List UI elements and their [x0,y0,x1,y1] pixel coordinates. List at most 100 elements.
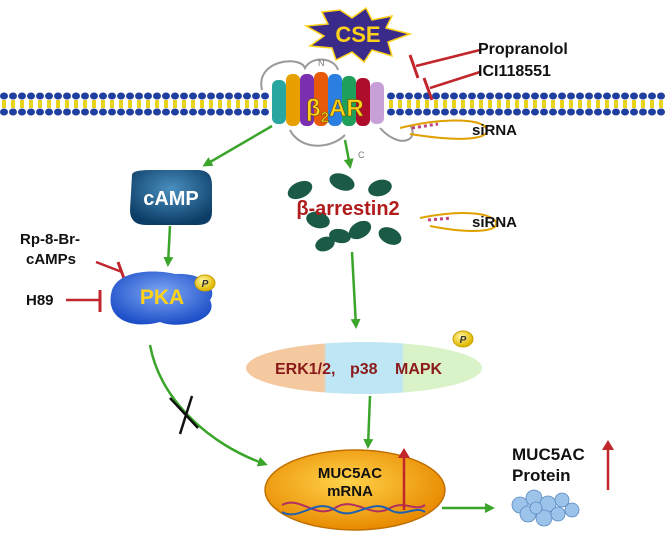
membrane-lipid-head [252,108,260,116]
membrane-lipid-head [648,108,656,116]
membrane-lipid-head [99,92,107,100]
membrane-lipid-head [207,108,215,116]
membrane-lipid-tail [137,100,141,108]
membrane-lipid-head [414,108,422,116]
membrane-lipid-head [522,108,530,116]
membrane-lipid-head [504,108,512,116]
cell-membrane [0,92,665,116]
membrane-lipid-tail [83,100,87,108]
membrane-lipid-head [450,108,458,116]
membrane-lipid-head [144,92,152,100]
membrane-lipid-head [387,108,395,116]
membrane-lipid-head [126,108,134,116]
membrane-lipid-tail [155,100,159,108]
membrane-lipid-head [198,108,206,116]
membrane-lipid-tail [542,100,546,108]
membrane-lipid-head [234,92,242,100]
membrane-lipid-head [144,108,152,116]
helix-8 [370,82,384,124]
membrane-lipid-head [504,92,512,100]
membrane-lipid-head [612,92,620,100]
membrane-lipid-head [567,92,575,100]
receptor-label-beta: β [306,95,321,122]
membrane-lipid-head [594,108,602,116]
camp-node: cAMP [130,170,212,225]
membrane-lipid-head [387,92,395,100]
sirna-arrestin-label: siRNA [472,214,517,231]
pka-phospho-label: P [202,279,209,290]
membrane-lipid-head [198,92,206,100]
membrane-lipid-head [585,108,593,116]
membrane-lipid-head [252,92,260,100]
membrane-lipid-head [459,108,467,116]
mapk-phospho-label: P [460,335,467,346]
membrane-lipid-tail [38,100,42,108]
h89-label: H89 [26,292,54,309]
membrane-lipid-tail [560,100,564,108]
membrane-lipid-head [576,92,584,100]
membrane-lipid-head [639,108,647,116]
membrane-lipid-head [405,108,413,116]
mrna-label-line1: MUC5AC [318,465,382,482]
membrane-lipid-tail [254,100,258,108]
membrane-lipid-tail [56,100,60,108]
membrane-lipid-tail [623,100,627,108]
membrane-lipid-head [549,108,557,116]
beta2-adrenergic-receptor: N C β2AR [260,58,414,160]
membrane-lipid-tail [200,100,204,108]
membrane-lipid-tail [2,100,6,108]
membrane-lipid-head [180,92,188,100]
membrane-lipid-tail [416,100,420,108]
membrane-lipid-tail [173,100,177,108]
membrane-lipid-head [450,92,458,100]
membrane-lipid-head [135,108,143,116]
membrane-lipid-head [549,92,557,100]
membrane-lipid-head [234,108,242,116]
helix-3 [300,74,314,126]
membrane-lipid-tail [20,100,24,108]
membrane-lipid-head [189,92,197,100]
membrane-lipid-tail [47,100,51,108]
membrane-lipid-tail [263,100,267,108]
membrane-lipid-head [459,92,467,100]
membrane-lipid-head [117,108,125,116]
membrane-lipid-tail [479,100,483,108]
sirna-arrestin-hairpin: siRNA [419,212,517,232]
membrane-lipid-head [657,108,665,116]
membrane-lipid-head [630,92,638,100]
cse-stimulus: CSE [303,6,413,64]
membrane-lipid-tail [227,100,231,108]
membrane-lipid-head [216,92,224,100]
membrane-lipid-head [441,92,449,100]
membrane-lipid-tail [533,100,537,108]
membrane-lipid-tail [641,100,645,108]
membrane-lipid-head [261,92,269,100]
membrane-lipid-tail [218,100,222,108]
membrane-lipid-head [81,108,89,116]
membrane-lipid-head [9,108,17,116]
membrane-lipid-head [468,108,476,116]
membrane-lipid-tail [578,100,582,108]
membrane-lipid-head [171,92,179,100]
arrow-mapk-to-mrna [363,395,374,449]
block-cross-a [169,397,199,429]
membrane-lipid-head [216,108,224,116]
membrane-lipid-head [72,108,80,116]
membrane-lipid-head [567,108,575,116]
membrane-lipid-tail [182,100,186,108]
membrane-lipid-head [495,108,503,116]
membrane-lipid-head [18,92,26,100]
membrane-lipid-head [81,92,89,100]
membrane-lipid-head [153,108,161,116]
membrane-lipid-head [117,92,125,100]
receptor-inhibitor-lines [408,48,481,101]
cse-label: CSE [335,22,380,47]
membrane-lipid-tail [587,100,591,108]
helix-5 [328,74,342,126]
membrane-lipid-tail [398,100,402,108]
membrane-lipid-head [540,108,548,116]
protein-label-line1: MUC5AC [512,445,585,464]
rp8br-label-line2: cAMPs [26,251,76,268]
arrestin-molecules [287,173,402,252]
